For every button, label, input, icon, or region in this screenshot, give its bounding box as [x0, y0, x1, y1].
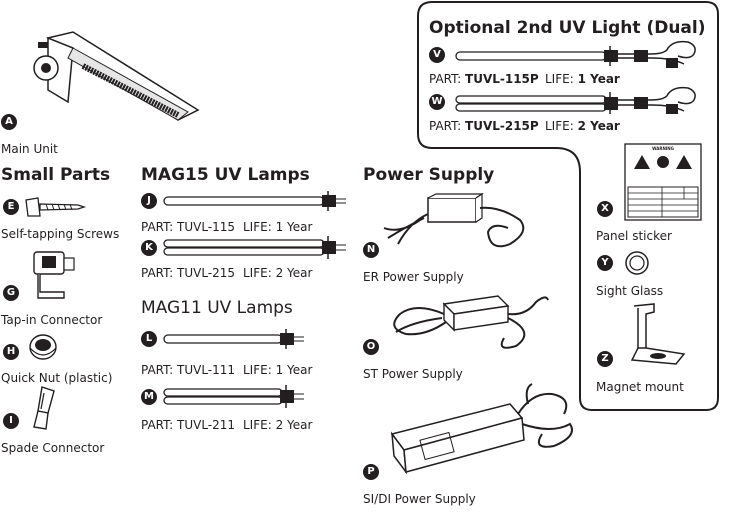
badge-l: L — [141, 331, 157, 347]
dual-lamp-single-icon — [455, 40, 696, 68]
badge-i: I — [3, 413, 19, 429]
main-unit-label: Main Unit — [1, 142, 58, 156]
mag15-title: MAG15 UV Lamps — [141, 165, 310, 185]
tuvl-211-life: LIFE: 2 Year — [243, 418, 313, 432]
tuvl-115-life: LIFE: 1 Year — [243, 220, 313, 234]
sticker-warning-text: WARNING — [652, 146, 674, 151]
badge-v: V — [429, 47, 445, 63]
sight-glass-label: Sight Glass — [596, 284, 664, 298]
si-di-power-supply-label: SI/DI Power Supply — [363, 492, 476, 506]
mag11-title: MAG11 UV Lamps — [141, 298, 293, 318]
panel-sticker-label: Panel sticker — [596, 229, 672, 243]
badge-m: M — [141, 389, 157, 405]
badge-p: P — [363, 464, 379, 480]
tuvl-111-life: LIFE: 1 Year — [243, 363, 313, 377]
badge-o: O — [363, 339, 379, 355]
badge-e: E — [3, 199, 19, 215]
screws-label: Self-tapping Screws — [1, 227, 120, 241]
si-di-power-supply-icon — [390, 383, 573, 475]
optional-title: Optional 2nd UV Light (Dual) — [429, 18, 706, 38]
badge-j: J — [141, 193, 157, 209]
tuvl-215-part: PART: TUVL-215 — [141, 266, 236, 280]
small-parts-title: Small Parts — [1, 165, 111, 185]
spade-connector-label: Spade Connector — [1, 441, 105, 455]
quick-nut-label: Quick Nut (plastic) — [1, 371, 113, 385]
tuvl-211-part: PART: TUVL-211 — [141, 418, 236, 432]
tap-in-connector-icon — [33, 251, 75, 299]
tuvl-215p-part: PART: TUVL-215P — [429, 119, 539, 133]
badge-w: W — [429, 94, 445, 110]
badge-g: G — [3, 285, 19, 301]
main-unit-illustration — [33, 31, 200, 121]
tuvl-215-life: LIFE: 2 Year — [243, 266, 313, 280]
magnet-mount-label: Magnet mount — [596, 380, 684, 394]
lamp-double-short-icon — [163, 385, 304, 408]
tuvl-115p-life: LIFE: 1 Year — [545, 72, 620, 86]
tuvl-215p-life: LIFE: 2 Year — [545, 119, 620, 133]
badge-z: Z — [597, 351, 613, 367]
screw-icon — [25, 197, 87, 217]
panel-sticker-icon — [624, 143, 702, 221]
lamp-double-icon — [163, 236, 346, 259]
tap-in-connector-label: Tap-in Connector — [1, 313, 103, 327]
dual-lamp-double-icon — [455, 86, 696, 114]
badge-y: Y — [597, 255, 613, 271]
lamp-single-icon — [163, 191, 346, 211]
tuvl-115-part: PART: TUVL-115 — [141, 220, 236, 234]
tuvl-115p-part: PART: TUVL-115P — [429, 72, 539, 86]
lamp-single-short-icon — [163, 329, 304, 349]
magnet-mount-icon — [630, 303, 686, 365]
power-supply-title: Power Supply — [363, 165, 495, 185]
badge-n: N — [363, 242, 379, 258]
er-power-supply-icon — [383, 192, 525, 248]
tuvl-111-part: PART: TUVL-111 — [141, 363, 236, 377]
st-power-supply-icon — [393, 295, 549, 349]
badge-k: K — [141, 240, 157, 256]
badge-a: A — [1, 114, 17, 130]
badge-h: H — [3, 344, 19, 360]
st-power-supply-label: ST Power Supply — [363, 367, 463, 381]
badge-x: X — [597, 201, 613, 217]
sight-glass-icon — [625, 251, 649, 275]
quick-nut-icon — [29, 334, 57, 360]
spade-connector-icon — [33, 386, 55, 430]
er-power-supply-label: ER Power Supply — [363, 270, 464, 284]
